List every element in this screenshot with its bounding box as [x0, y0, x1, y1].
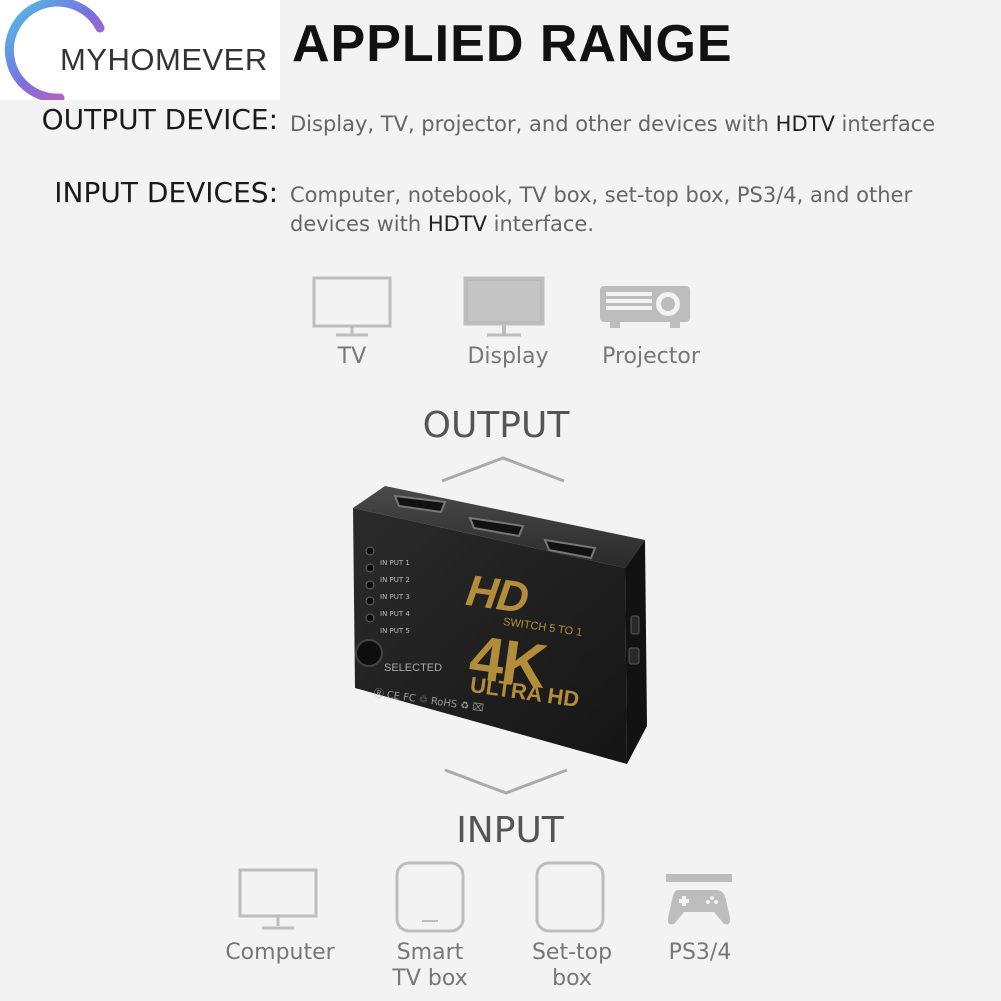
- chevron-up-icon: [441, 456, 565, 483]
- output-text-after: interface: [834, 112, 936, 136]
- hd-logo: HD: [463, 566, 531, 624]
- led-labels: IN PUT 1 IN PUT 2 IN PUT 3 IN PUT 4 IN P…: [380, 555, 410, 640]
- input-devices-label: INPUT DEVICES:: [54, 176, 278, 209]
- output-heading: OUTPUT: [422, 405, 570, 446]
- projector-label: Projector: [602, 344, 700, 369]
- input-keyword: HDTV: [427, 212, 487, 236]
- input-desc-line1: Computer, notebook, TV box, set-top box,…: [290, 183, 913, 207]
- settop-label-line2: box: [552, 966, 592, 991]
- set-top-box-icon: [535, 861, 605, 933]
- brand-logo: MYHOMEVER: [0, 0, 280, 100]
- display-label: Display: [467, 344, 549, 369]
- set-top-box-label: Set-top box: [512, 940, 632, 992]
- page-title: APPLIED RANGE: [292, 15, 733, 73]
- led-label-1: IN PUT 1: [380, 559, 410, 567]
- input-devices-description: Computer, notebook, TV box, set-top box,…: [290, 181, 990, 239]
- computer-icon: [238, 868, 318, 930]
- smart-tv-label-line1: Smart: [396, 940, 464, 965]
- select-button: [355, 639, 383, 667]
- input-heading: INPUT: [456, 810, 564, 851]
- led-indicators: [365, 546, 375, 623]
- ps-label: PS3/4: [668, 940, 732, 965]
- input-desc-line2: devices with HDTV interface.: [290, 210, 990, 239]
- led-label-4: IN PUT 4: [380, 610, 410, 618]
- output-device-label: OUTPUT DEVICE:: [41, 103, 278, 136]
- smart-tv-label-line2: TV box: [392, 966, 468, 991]
- logo-text: MYHOMEVER: [60, 42, 268, 77]
- tv-label: TV: [337, 344, 367, 369]
- led-label-3: IN PUT 3: [380, 593, 410, 601]
- output-keyword: HDTV: [775, 112, 835, 136]
- projector-icon: [600, 286, 690, 328]
- smart-tv-box-label: Smart TV box: [370, 940, 490, 992]
- settop-label-line1: Set-top: [531, 940, 613, 965]
- hdmi-switch-device: [353, 486, 647, 764]
- logo-arc-icon: [4, 0, 105, 100]
- input-text-before: devices with: [290, 212, 428, 236]
- led-label-5: IN PUT 5: [380, 627, 410, 635]
- computer-label: Computer: [225, 940, 335, 965]
- output-device-description: Display, TV, projector, and other device…: [290, 110, 990, 139]
- tv-icon: [312, 276, 392, 337]
- chevron-down-icon: [444, 768, 568, 795]
- selected-label: SELECTED: [384, 662, 443, 674]
- ps-console-icon: [666, 874, 732, 925]
- display-icon: [463, 276, 545, 337]
- smart-tv-box-icon: [395, 861, 465, 933]
- led-label-2: IN PUT 2: [380, 576, 410, 584]
- output-text-before: Display, TV, projector, and other device…: [290, 112, 776, 136]
- input-text-after: interface.: [486, 212, 594, 236]
